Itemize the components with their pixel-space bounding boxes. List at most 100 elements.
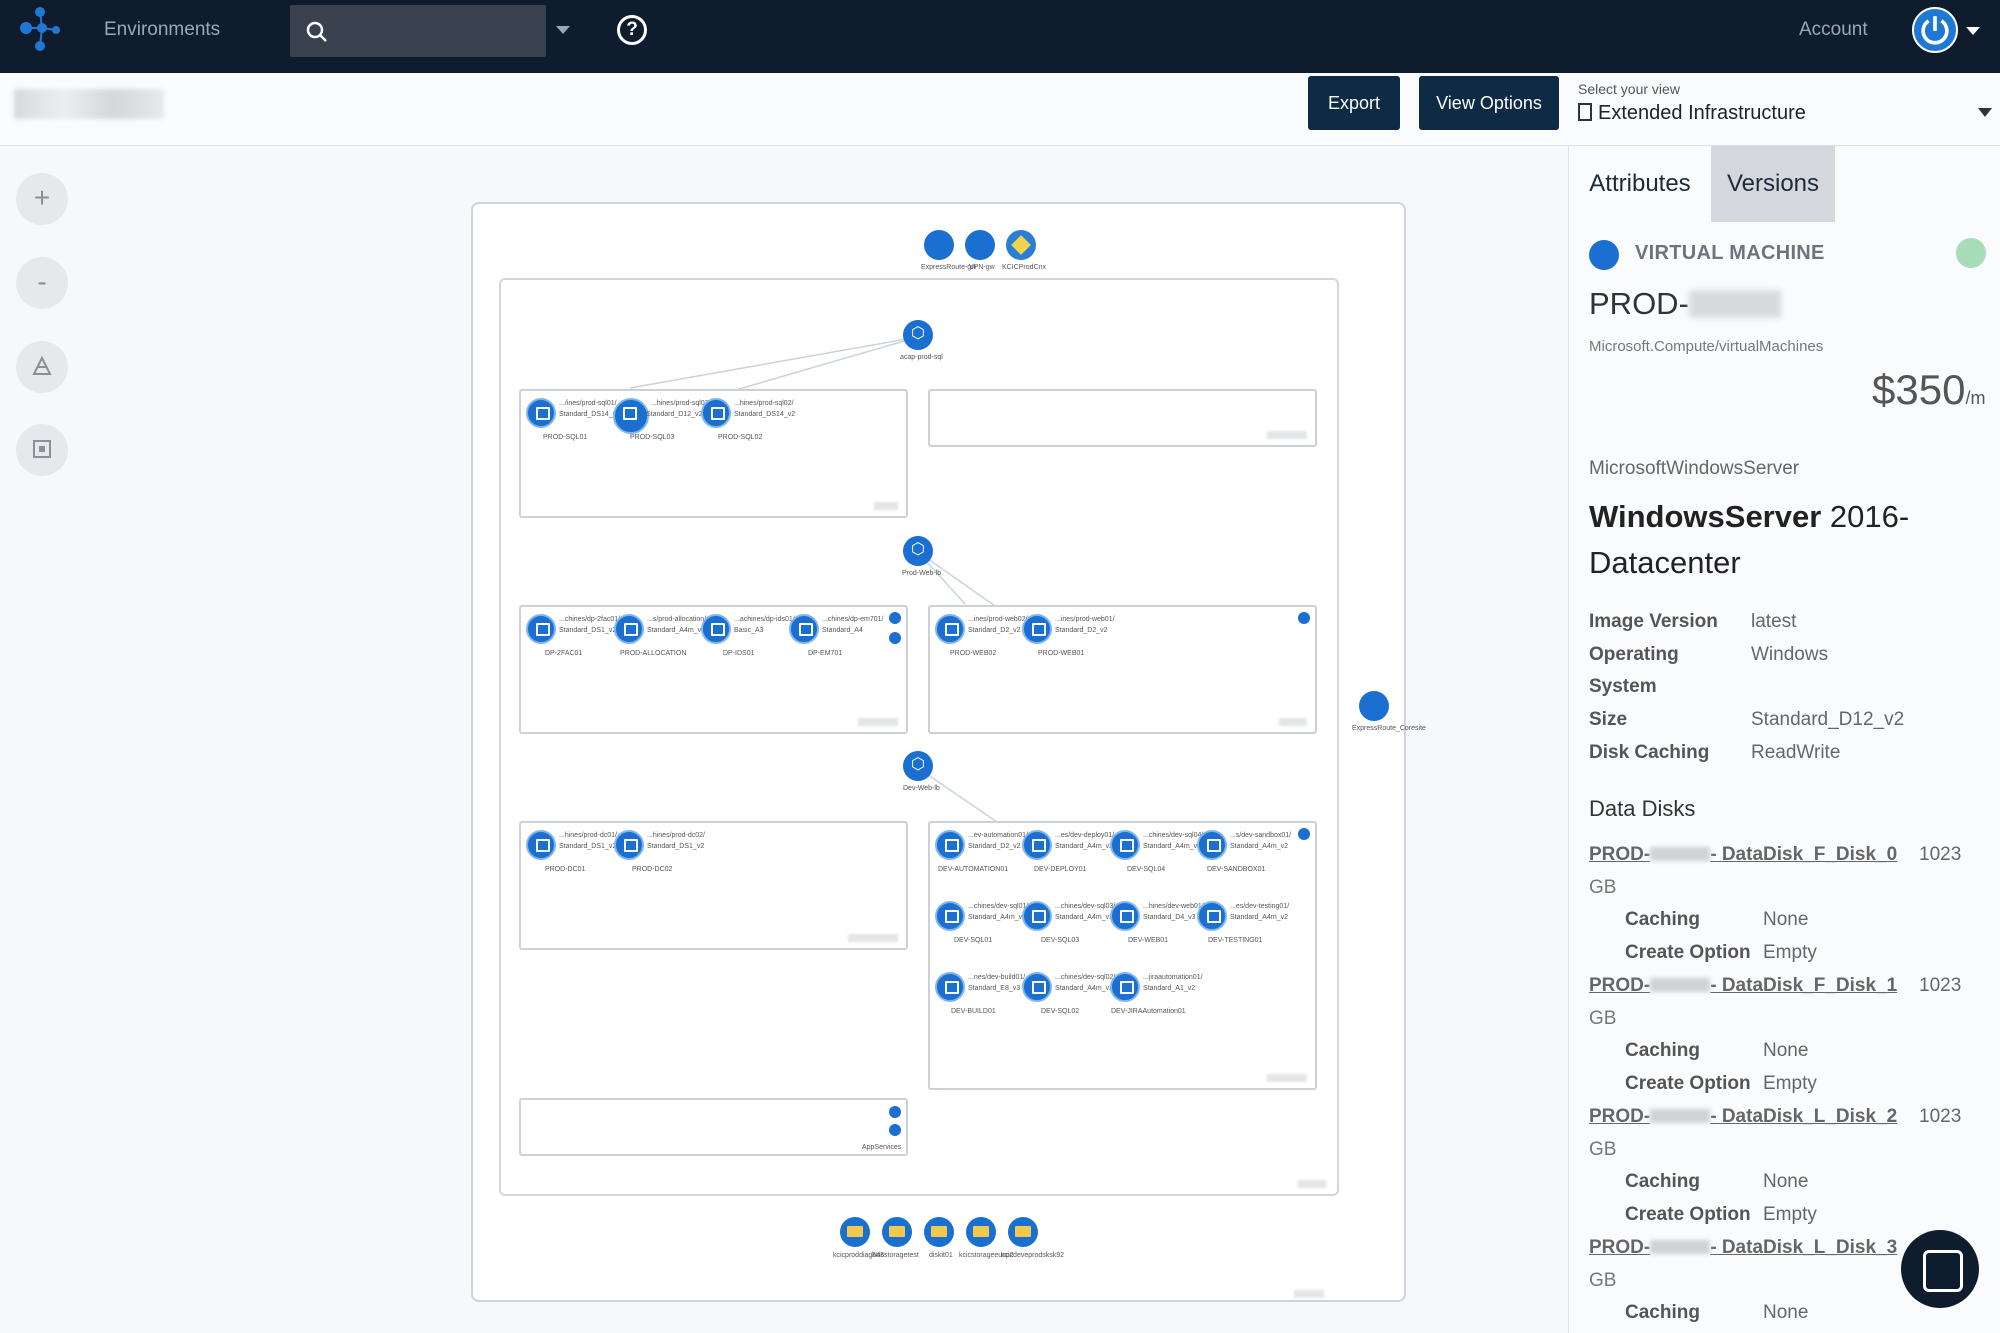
vm-node-icon[interactable] — [526, 398, 556, 428]
map-view-button[interactable] — [16, 341, 68, 393]
expressroute-coresite-label: ExpressRoute_Coresite — [1352, 725, 1426, 732]
storage-account-icon[interactable] — [1008, 1217, 1038, 1247]
connection-icon[interactable] — [1006, 230, 1036, 260]
gateway-label: ExpressRoute-gw — [921, 264, 977, 271]
subnet-web[interactable] — [928, 605, 1317, 734]
vm-node-icon[interactable] — [935, 830, 965, 860]
app-services-label: AppServices — [862, 1144, 902, 1151]
subnet-dev[interactable] — [928, 821, 1317, 1090]
export-button[interactable]: Export — [1308, 76, 1400, 130]
app-service-badge-icon[interactable] — [889, 1124, 901, 1136]
price-unit: /m — [1965, 388, 1986, 408]
top-navigation-bar: Environments ? Account — [0, 0, 2000, 73]
vm-node-icon[interactable] — [1197, 830, 1227, 860]
caching-label: Caching — [1625, 1302, 1700, 1323]
disk-name-suffix: - DataDisk_L_Disk_3 — [1710, 1237, 1898, 1258]
subnet-badge-icon[interactable] — [1298, 828, 1310, 840]
vm-size-label: Standard_A4m_v2 — [647, 627, 705, 634]
zoom-in-button[interactable]: + — [16, 173, 68, 225]
vm-node-icon[interactable] — [1022, 972, 1052, 1002]
subnet-appservices[interactable] — [519, 1098, 908, 1156]
vm-size-label: Basic_A3 — [734, 627, 764, 634]
vm-node-icon[interactable] — [701, 398, 731, 428]
attribute-key: Operating System — [1589, 644, 1679, 697]
tab-attributes[interactable]: Attributes — [1589, 170, 1691, 197]
vm-node-icon[interactable] — [935, 972, 965, 1002]
vm-node-icon[interactable] — [1110, 972, 1140, 1002]
storage-label: kcicstoragetest — [872, 1252, 919, 1259]
vm-node-icon[interactable] — [701, 614, 731, 644]
vm-node-icon[interactable] — [935, 614, 965, 644]
user-avatar-power-icon[interactable] — [1912, 7, 1958, 53]
storage-account-icon[interactable] — [924, 1217, 954, 1247]
search-dropdown-chevron-icon[interactable] — [556, 26, 570, 34]
vm-node-icon[interactable] — [935, 901, 965, 931]
load-balancer-icon[interactable]: ⬡ — [903, 320, 933, 350]
vm-size-label: Standard_D2_v2 — [1055, 627, 1108, 634]
load-balancer-icon[interactable]: ⬡ — [903, 536, 933, 566]
virtual-network-container[interactable] — [499, 278, 1339, 1196]
storage-account-icon[interactable] — [966, 1217, 996, 1247]
data-disk-link[interactable]: PROD-- DataDisk_F_Disk_1 — [1589, 975, 1897, 997]
vm-name-label: DEV-SANDBOX01 — [1207, 866, 1266, 873]
view-options-button[interactable]: View Options — [1419, 76, 1559, 130]
account-chevron-down-icon[interactable] — [1966, 27, 1980, 35]
vm-node-icon[interactable] — [1022, 614, 1052, 644]
app-service-badge-icon[interactable] — [889, 1106, 901, 1118]
storage-account-icon[interactable] — [882, 1217, 912, 1247]
fit-to-screen-button[interactable] — [16, 424, 68, 476]
app-logo-icon[interactable] — [18, 4, 62, 54]
vm-path-label: ...hines/prod-dc01/ — [559, 832, 617, 839]
selected-view-value: Extended Infrastructure — [1598, 102, 1806, 124]
data-disk-link[interactable]: PROD-- DataDisk_L_Disk_2 — [1589, 1106, 1897, 1128]
subnet-tag-redacted — [1267, 431, 1307, 439]
attribute-value: latest — [1751, 611, 1797, 632]
expressroute-coresite-icon[interactable] — [1359, 691, 1389, 721]
page-toolbar — [0, 73, 2000, 146]
subnet-badge-icon[interactable] — [1298, 612, 1310, 624]
disk-size: 1023 — [1919, 1106, 1962, 1127]
vm-size-label: Standard_A4m_v2 — [1055, 843, 1113, 850]
load-balancer-icon[interactable]: ⬡ — [903, 751, 933, 781]
vm-node-icon[interactable] — [1110, 830, 1140, 860]
vm-node-icon[interactable] — [614, 830, 644, 860]
subnet-empty[interactable] — [928, 389, 1317, 447]
disk-size-unit: GB — [1589, 1270, 1617, 1291]
vm-node-icon[interactable] — [1022, 830, 1052, 860]
vm-node-icon[interactable] — [1110, 901, 1140, 931]
expressroute-gateway-icon[interactable] — [924, 230, 954, 260]
resource-provider: Microsoft.Compute/virtualMachines — [1589, 338, 1824, 355]
vm-node-icon[interactable] — [1022, 901, 1052, 931]
data-disk-link[interactable]: PROD-- DataDisk_L_Disk_3 — [1589, 1237, 1897, 1259]
data-disk-link[interactable]: PROD-- DataDisk_F_Disk_0 — [1589, 844, 1897, 866]
vm-node-icon[interactable] — [526, 614, 556, 644]
caching-value: None — [1763, 1302, 1809, 1323]
search-input[interactable] — [290, 5, 546, 57]
vm-name-label: DP-IDS01 — [723, 650, 755, 657]
view-select-chevron-down-icon[interactable] — [1978, 108, 1992, 117]
storage-account-icon[interactable] — [840, 1217, 870, 1247]
vm-node-icon[interactable] — [614, 614, 644, 644]
vpn-gateway-icon[interactable] — [965, 230, 995, 260]
account-link[interactable]: Account — [1799, 19, 1868, 40]
vm-node-icon-selected[interactable] — [613, 398, 649, 434]
view-select-dropdown[interactable]: Extended Infrastructure — [1578, 102, 1996, 130]
environments-link[interactable]: Environments — [104, 19, 221, 40]
create-option-value: Empty — [1763, 1073, 1817, 1094]
price-value: $350 — [1872, 366, 1966, 413]
resource-name-prefix: PROD- — [1589, 286, 1689, 321]
subnet-badge-icon[interactable] — [889, 612, 901, 624]
subnet-badge-icon[interactable] — [889, 632, 901, 644]
vm-node-icon[interactable] — [1197, 901, 1227, 931]
vm-path-label: ...es/dev-deploy01/ — [1055, 832, 1115, 839]
vm-node-icon[interactable] — [789, 614, 819, 644]
help-icon[interactable]: ? — [617, 15, 647, 45]
chat-support-icon[interactable] — [1901, 1230, 1979, 1308]
vm-node-icon[interactable] — [526, 830, 556, 860]
subnet-dc[interactable] — [519, 821, 908, 950]
tab-versions[interactable]: Versions — [1711, 146, 1835, 222]
storage-label: kcicdeveprodsksk92 — [1001, 1252, 1065, 1259]
details-panel: Attributes Versions VIRTUAL MACHINE PROD… — [1568, 146, 2000, 1333]
vm-path-label: ...hines/prod-dc02/ — [647, 832, 705, 839]
zoom-out-button[interactable]: - — [16, 257, 68, 309]
